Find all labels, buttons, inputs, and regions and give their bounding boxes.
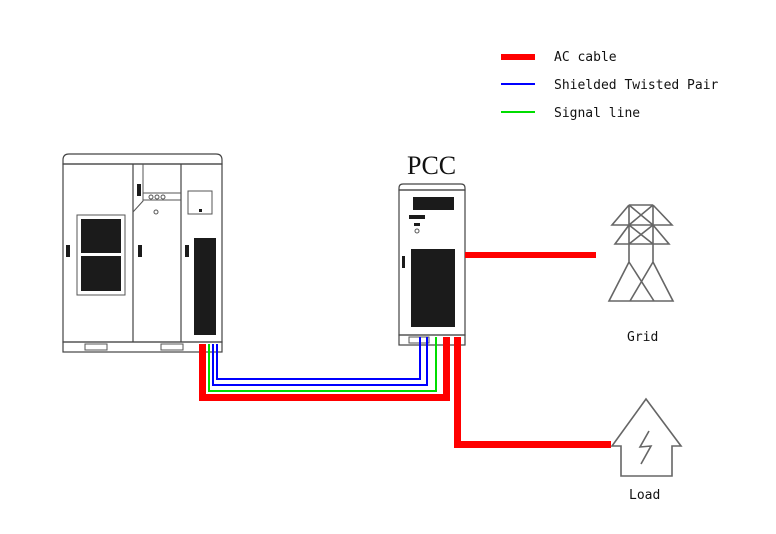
cabinet-button-1 [148,194,154,200]
cabinet-display-dot [199,209,202,212]
pcc-cabinet-icon: PCC [398,151,466,346]
cabinet-base-slot-1 [84,343,108,351]
cabinet-grille-bottom [81,256,121,291]
cabinet-panel-outline [132,164,144,213]
pcc-panel-label [409,215,425,219]
cabinet-button-2 [154,194,160,200]
tower-structure [607,204,675,302]
lightning-bolt-icon [638,430,653,465]
cabinet-base-slot-2 [160,343,184,351]
pcc-title: PCC [407,151,456,180]
legend-item-ac-cable: AC cable [501,50,617,65]
ac-cable-pcc-to-load [454,337,611,448]
legend-label-ac-cable: AC cable [554,50,617,65]
shielded-twisted-pair-2 [216,337,421,380]
pcc-vent [411,249,455,327]
cabinet-window-frame [76,214,126,296]
cabinet-handle-2 [138,245,142,257]
cabinet-button-3 [160,194,166,200]
ac-cable-cabinet-to-pcc [199,337,450,401]
cabinet-base [62,341,223,353]
legend-label-shielded-twisted-pair: Shielded Twisted Pair [554,78,719,93]
cabinet-handle-3 [185,245,189,257]
grid-label: Grid [627,330,658,345]
load-label: Load [629,488,660,503]
cabling [199,252,611,448]
pcc-top-grille [413,197,454,210]
storage-cabinet-icon [62,153,223,353]
cabinet-panel-label [137,184,141,196]
legend-item-signal-line: Signal line [501,106,640,121]
pcc-knob [414,228,420,234]
grid-tower-icon: Grid [607,204,675,345]
cabinet-knob [153,209,159,215]
pcc-handle [402,256,405,268]
pcc-base [398,334,466,346]
cabinet-display [187,190,213,215]
legend: AC cable Shielded Twisted Pair Signal li… [501,50,719,121]
legend-item-shielded-twisted-pair: Shielded Twisted Pair [501,78,719,93]
legend-label-signal-line: Signal line [554,106,640,121]
shielded-twisted-pair-1 [212,337,428,386]
cabinet-roof [62,153,223,165]
load-house-icon: Load [610,397,683,503]
signal-line-cabinet-to-pcc [208,337,437,392]
pcc-roof [398,183,466,191]
house-outline [610,397,683,477]
cabinet-vent [194,238,216,335]
pcc-indicator [414,223,420,226]
cabinet-grille-top [81,219,121,253]
cabinet-handle-1 [66,245,70,257]
